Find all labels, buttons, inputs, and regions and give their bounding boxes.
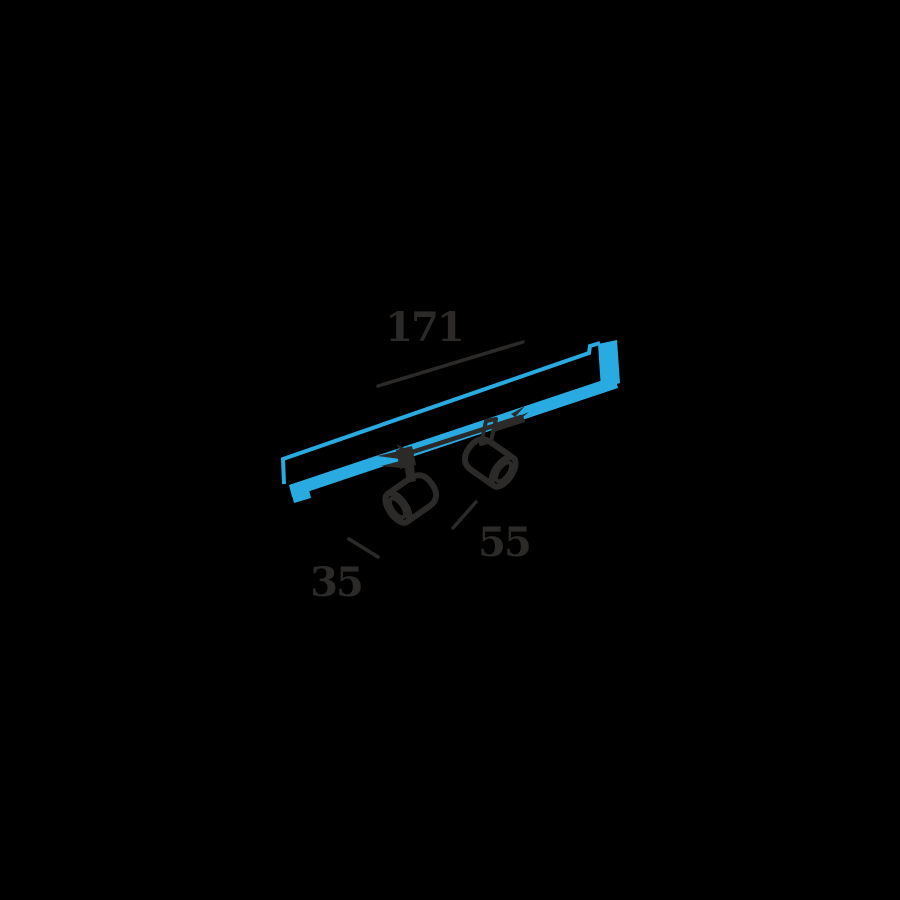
dimension-label-35: 35 bbox=[310, 559, 362, 606]
spotlight-left-head bbox=[382, 472, 440, 526]
spotlight-right bbox=[461, 406, 529, 490]
dimension-line-171 bbox=[376, 340, 525, 388]
track-foot-tab bbox=[292, 490, 311, 503]
spotlight-left-lens-rim bbox=[382, 490, 413, 526]
dimension-line-35 bbox=[347, 537, 380, 559]
spotlight-left-clip-top bbox=[396, 444, 406, 451]
spotlight-left-body bbox=[384, 472, 440, 525]
spotlight-left-clip-lower bbox=[381, 461, 401, 468]
spotlight-right-clip-lower bbox=[517, 412, 529, 421]
spotlight-left bbox=[377, 444, 440, 526]
spotlight-right-clip-upper bbox=[511, 406, 525, 417]
dimension-line-55 bbox=[451, 500, 478, 530]
spotlight-right-head bbox=[461, 436, 519, 490]
spotlight-right-lens bbox=[494, 460, 514, 484]
dimension-spot-diameter: 35 bbox=[310, 537, 380, 606]
spotlight-left-lens bbox=[387, 496, 407, 520]
dimension-track-length: 171 bbox=[376, 304, 525, 388]
spotlight-right-lens-rim bbox=[488, 454, 519, 490]
spotlight-right-adapter bbox=[492, 415, 525, 432]
dimension-label-171: 171 bbox=[385, 304, 463, 351]
dimension-spot-length: 55 bbox=[451, 500, 532, 566]
spotlight-right-body bbox=[461, 436, 517, 489]
dimension-label-55: 55 bbox=[478, 519, 530, 566]
spotlight-left-clip-upper bbox=[377, 451, 400, 459]
track-top-edge bbox=[280, 341, 601, 485]
